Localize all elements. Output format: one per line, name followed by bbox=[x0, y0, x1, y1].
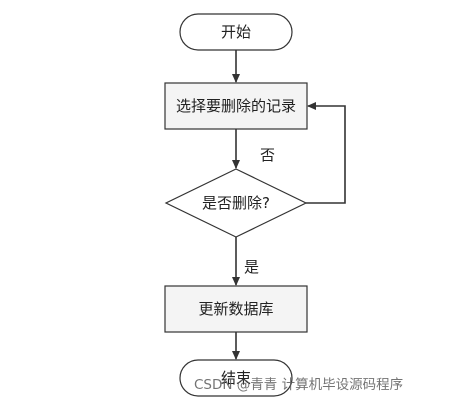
update-database-label: 更新数据库 bbox=[198, 300, 273, 318]
end-node: 结束 bbox=[179, 359, 293, 397]
start-node-label: 开始 bbox=[221, 23, 251, 41]
start-node: 开始 bbox=[179, 13, 293, 51]
end-node-label: 结束 bbox=[221, 369, 251, 387]
csdn-watermark: CSDN @青青 计算机毕设源码程序 bbox=[194, 377, 404, 393]
edge-decision-to-select-loop bbox=[306, 102, 346, 204]
select-record-label: 选择要删除的记录 bbox=[176, 97, 296, 115]
update-database-node: 更新数据库 bbox=[164, 285, 308, 333]
edge-label-no: 否 bbox=[260, 146, 275, 164]
decision-node: 是否删除? bbox=[164, 168, 308, 238]
select-record-node: 选择要删除的记录 bbox=[164, 82, 308, 130]
decision-label: 是否删除? bbox=[202, 194, 270, 212]
edge-label-yes: 是 bbox=[244, 258, 259, 276]
